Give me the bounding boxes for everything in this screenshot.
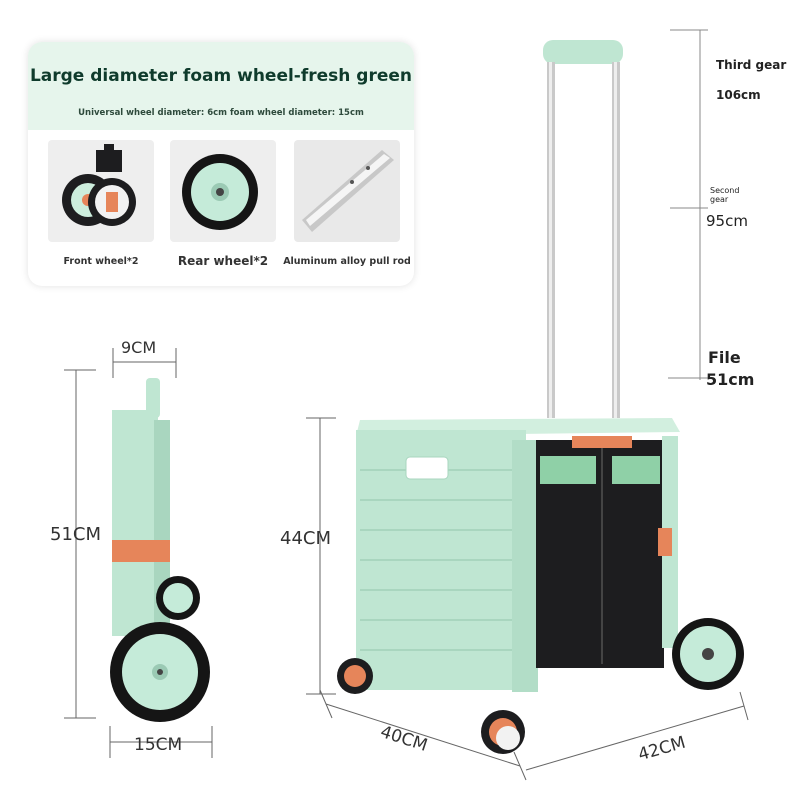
side-view-cart	[110, 378, 210, 722]
front-height-label: 44CM	[280, 528, 332, 549]
rear-wheel-thumbnail	[170, 140, 276, 242]
third-gear-label: Third gear	[716, 58, 787, 72]
front-wheel-thumbnail	[48, 140, 154, 242]
info-card-subtitle: Universal wheel diameter: 6cm foam wheel…	[78, 108, 364, 118]
pull-rod-thumbnail	[294, 140, 400, 242]
file-label: File	[708, 348, 741, 367]
front-view-cart	[356, 418, 680, 692]
front-view-wheels	[337, 618, 744, 754]
front-view-dimension-lines	[306, 417, 749, 781]
front-wheel-label: Front wheel*2	[63, 256, 139, 267]
file-value: 51cm	[706, 370, 755, 389]
height-scale	[668, 29, 708, 380]
third-gear-value: 106cm	[716, 88, 761, 102]
side-top-width-label: 9CM	[121, 338, 157, 357]
pull-handle	[543, 40, 623, 418]
pull-rod-label: Aluminum alloy pull rod	[283, 256, 411, 267]
side-view-dimension-lines	[64, 348, 213, 758]
info-card-header	[28, 42, 414, 130]
info-card-title: Large diameter foam wheel-fresh green	[29, 66, 413, 86]
second-gear-label: Second gear	[710, 186, 740, 204]
side-height-label: 51CM	[50, 524, 102, 545]
rear-wheel-label: Rear wheel*2	[177, 254, 269, 268]
side-wheel-width-label: 15CM	[134, 735, 183, 755]
second-gear-value: 95cm	[706, 212, 748, 230]
info-card: Large diameter foam wheel-fresh green Un…	[28, 42, 414, 286]
